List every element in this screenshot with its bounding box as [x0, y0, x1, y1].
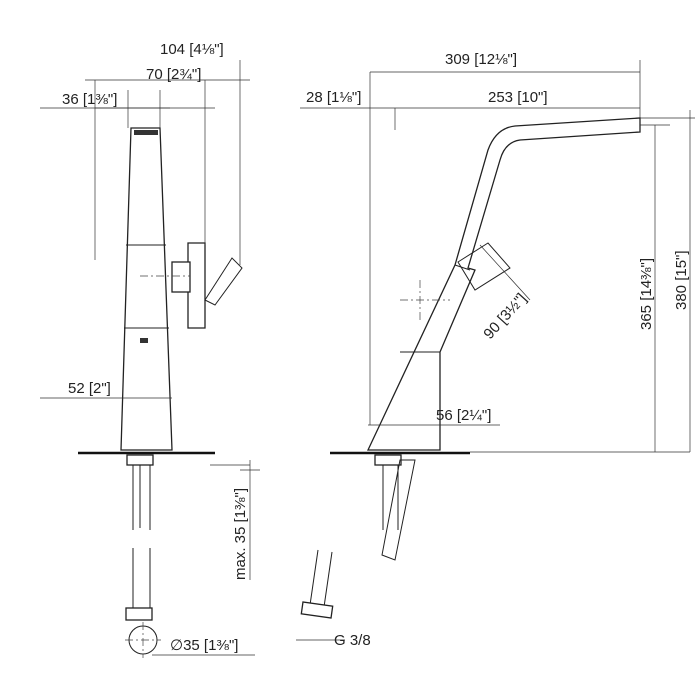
dim-spout-width: 36 [1⅜"] [62, 91, 117, 108]
mounting-nut [126, 454, 154, 466]
faucet-body-side [366, 117, 641, 451]
dim-hole-diameter: ∅35 [1⅜"] [170, 637, 238, 654]
dim-overall-width: 104 [4⅛"] [160, 41, 224, 58]
thread-label: G 3/8 [334, 632, 371, 649]
dim-spout-reach: 253 [10"] [488, 89, 548, 106]
dim-handle-offset: 70 [2¾"] [146, 66, 201, 83]
dim-spout-offset: 28 [1⅛"] [306, 89, 361, 106]
dim-outlet-height: 365 [14⅜"] [638, 258, 655, 330]
hose-nut [125, 607, 153, 621]
dim-body-depth: 56 [2¼"] [436, 407, 491, 424]
side-view: 309 [12⅛"] 28 [1⅛"] 253 [10"] 365 [14⅜"]… [296, 51, 695, 649]
lever-handle [140, 242, 243, 329]
hose-thread-nut [300, 601, 334, 619]
dim-body-width: 52 [2"] [68, 380, 111, 397]
dim-handle-length: 90 [3½"] [480, 290, 530, 343]
indicator [140, 338, 148, 343]
dim-projection: 309 [12⅛"] [445, 51, 517, 68]
front-view: 104 [4⅛"] 70 [2¾"] 36 [1⅜"] 52 [2"] max.… [40, 41, 260, 658]
dim-total-height: 380 [15"] [673, 250, 690, 310]
dim-max-thickness: max. 35 [1⅜"] [232, 488, 249, 580]
spray-head-nozzles [134, 130, 158, 135]
faucet-body-front [120, 127, 173, 451]
